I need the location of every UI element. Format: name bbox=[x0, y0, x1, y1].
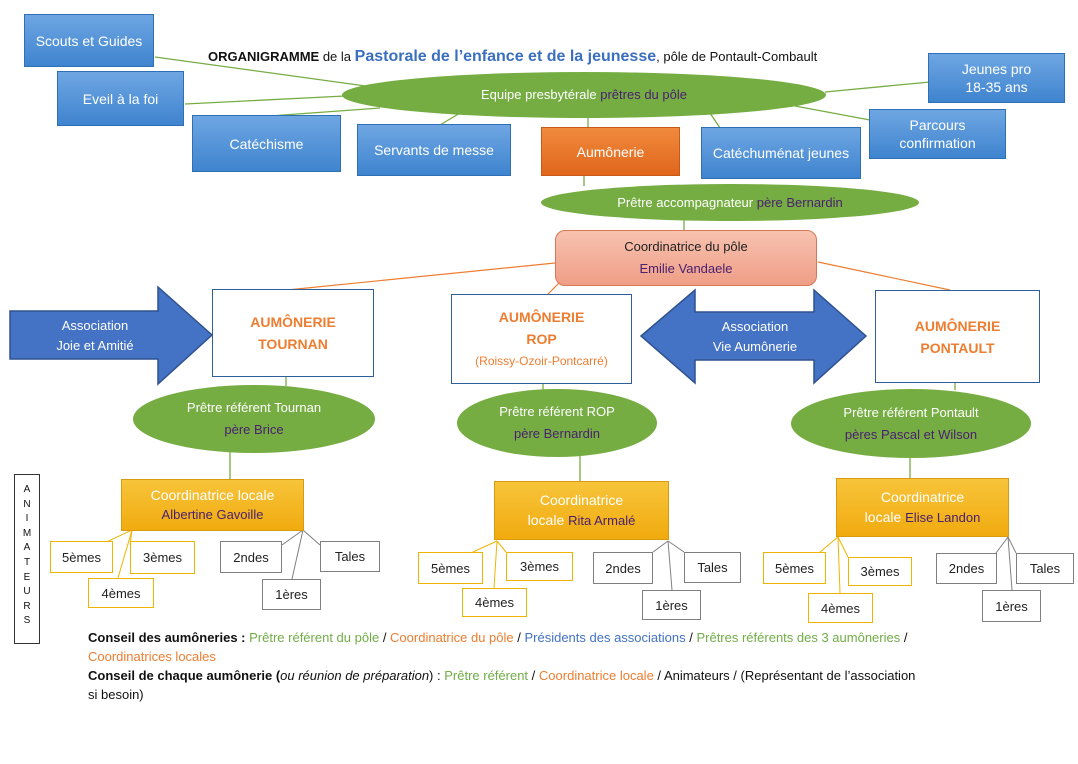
class-1eres-rop: 1ères bbox=[642, 590, 701, 620]
ellipse-equipe-presbyterale: Equipe presbytérale prêtres du pôle bbox=[342, 72, 826, 118]
ellipse-pretre-accompagnateur: Prêtre accompagnateur père Bernardin bbox=[541, 184, 919, 221]
box-coordinatrice-locale-rop: Coordinatrice locale Rita Armalé bbox=[494, 481, 669, 540]
class-4emes-rop: 4èmes bbox=[462, 588, 527, 617]
class-tales-pontault: Tales bbox=[1016, 553, 1074, 584]
legend: Conseil des aumôneries : Prêtre référent… bbox=[88, 628, 1048, 704]
class-3emes-pontault: 3èmes bbox=[848, 557, 912, 586]
class-5emes-rop: 5èmes bbox=[418, 552, 483, 584]
box-catechumenat-jeunes: Catéchuménat jeunes bbox=[701, 127, 861, 179]
class-2ndes-tournan: 2ndes bbox=[220, 541, 282, 573]
box-coordinatrice-du-pole: Coordinatrice du pôle Emilie Vandaele bbox=[555, 230, 817, 286]
box-catechisme: Catéchisme bbox=[192, 115, 341, 172]
class-1eres-pontault: 1ères bbox=[982, 590, 1041, 622]
legend-conseil-de-chaque-aumonerie: Conseil de chaque aumônerie (ou réunion … bbox=[88, 668, 916, 702]
class-3emes-rop: 3èmes bbox=[506, 552, 573, 581]
class-tales-tournan: Tales bbox=[320, 541, 380, 572]
class-1eres-tournan: 1ères bbox=[262, 579, 321, 610]
class-2ndes-pontault: 2ndes bbox=[936, 553, 997, 584]
class-3emes-tournan: 3èmes bbox=[130, 541, 195, 574]
arrow-joie-et-amitie bbox=[9, 285, 214, 386]
class-5emes-pontault: 5èmes bbox=[763, 552, 826, 584]
class-2ndes-rop: 2ndes bbox=[593, 552, 653, 584]
page-title: ORGANIGRAMME de la Pastorale de l’enfanc… bbox=[208, 48, 818, 65]
box-aumonerie: Aumônerie bbox=[541, 127, 680, 176]
legend-conseil-des-aumoneries: Conseil des aumôneries : Prêtre référent… bbox=[88, 630, 912, 664]
class-4emes-tournan: 4èmes bbox=[88, 578, 154, 608]
class-4emes-pontault: 4èmes bbox=[808, 593, 873, 623]
box-coordinatrice-locale-pontault: Coordinatrice locale Elise Landon bbox=[836, 478, 1009, 537]
box-eveil-a-la-foi: Eveil à la foi bbox=[57, 71, 184, 126]
box-servants-de-messe: Servants de messe bbox=[357, 124, 511, 176]
box-scouts-et-guides: Scouts et Guides bbox=[24, 14, 154, 67]
class-tales-rop: Tales bbox=[684, 552, 741, 583]
arrow-vie-aumonerie bbox=[639, 288, 868, 385]
class-5emes-tournan: 5èmes bbox=[50, 541, 113, 573]
